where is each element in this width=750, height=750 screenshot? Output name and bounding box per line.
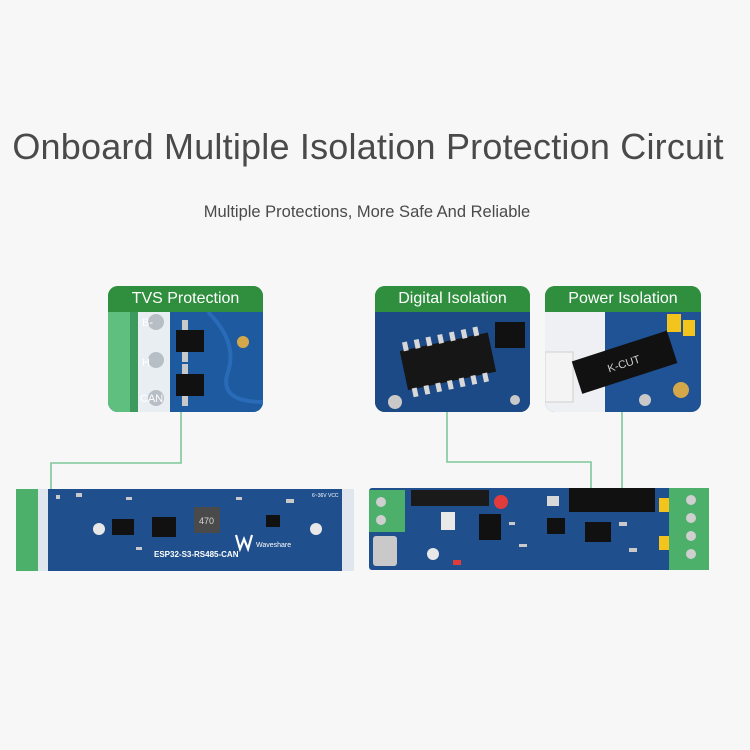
tvs-silk-b: B- <box>142 317 153 329</box>
board-front-view <box>369 488 709 570</box>
tvs-protection-photo: B- H CAN <box>108 312 263 412</box>
board-brand: Waveshare <box>256 542 291 549</box>
page-title: Onboard Multiple Isolation Protection Ci… <box>12 126 724 167</box>
waveshare-logo-icon <box>234 534 254 553</box>
board-back-view: 470 Waveshare ESP32-S3-RS485-CAN 6~36V V… <box>16 489 354 571</box>
board-model: ESP32-S3-RS485-CAN <box>154 550 239 559</box>
digital-isolation-callout: Digital Isolation <box>375 286 530 412</box>
tvs-silk-can: CAN <box>140 393 163 405</box>
digital-isolation-photo <box>375 312 530 412</box>
power-isolation-photo: K-CUT <box>545 312 701 412</box>
tvs-protection-label: TVS Protection <box>108 286 263 312</box>
digital-isolation-label: Digital Isolation <box>375 286 530 312</box>
board-voltage: 6~36V VCC <box>312 493 339 499</box>
tvs-silk-h: H <box>142 357 150 369</box>
page-subtitle: Multiple Protections, More Safe And Reli… <box>203 203 531 221</box>
tvs-protection-callout: TVS Protection B- H CAN <box>108 286 263 412</box>
power-isolation-label: Power Isolation <box>545 286 701 312</box>
power-isolation-callout: Power Isolation K-CUT <box>545 286 701 412</box>
inductor-mark: 470 <box>199 516 214 526</box>
